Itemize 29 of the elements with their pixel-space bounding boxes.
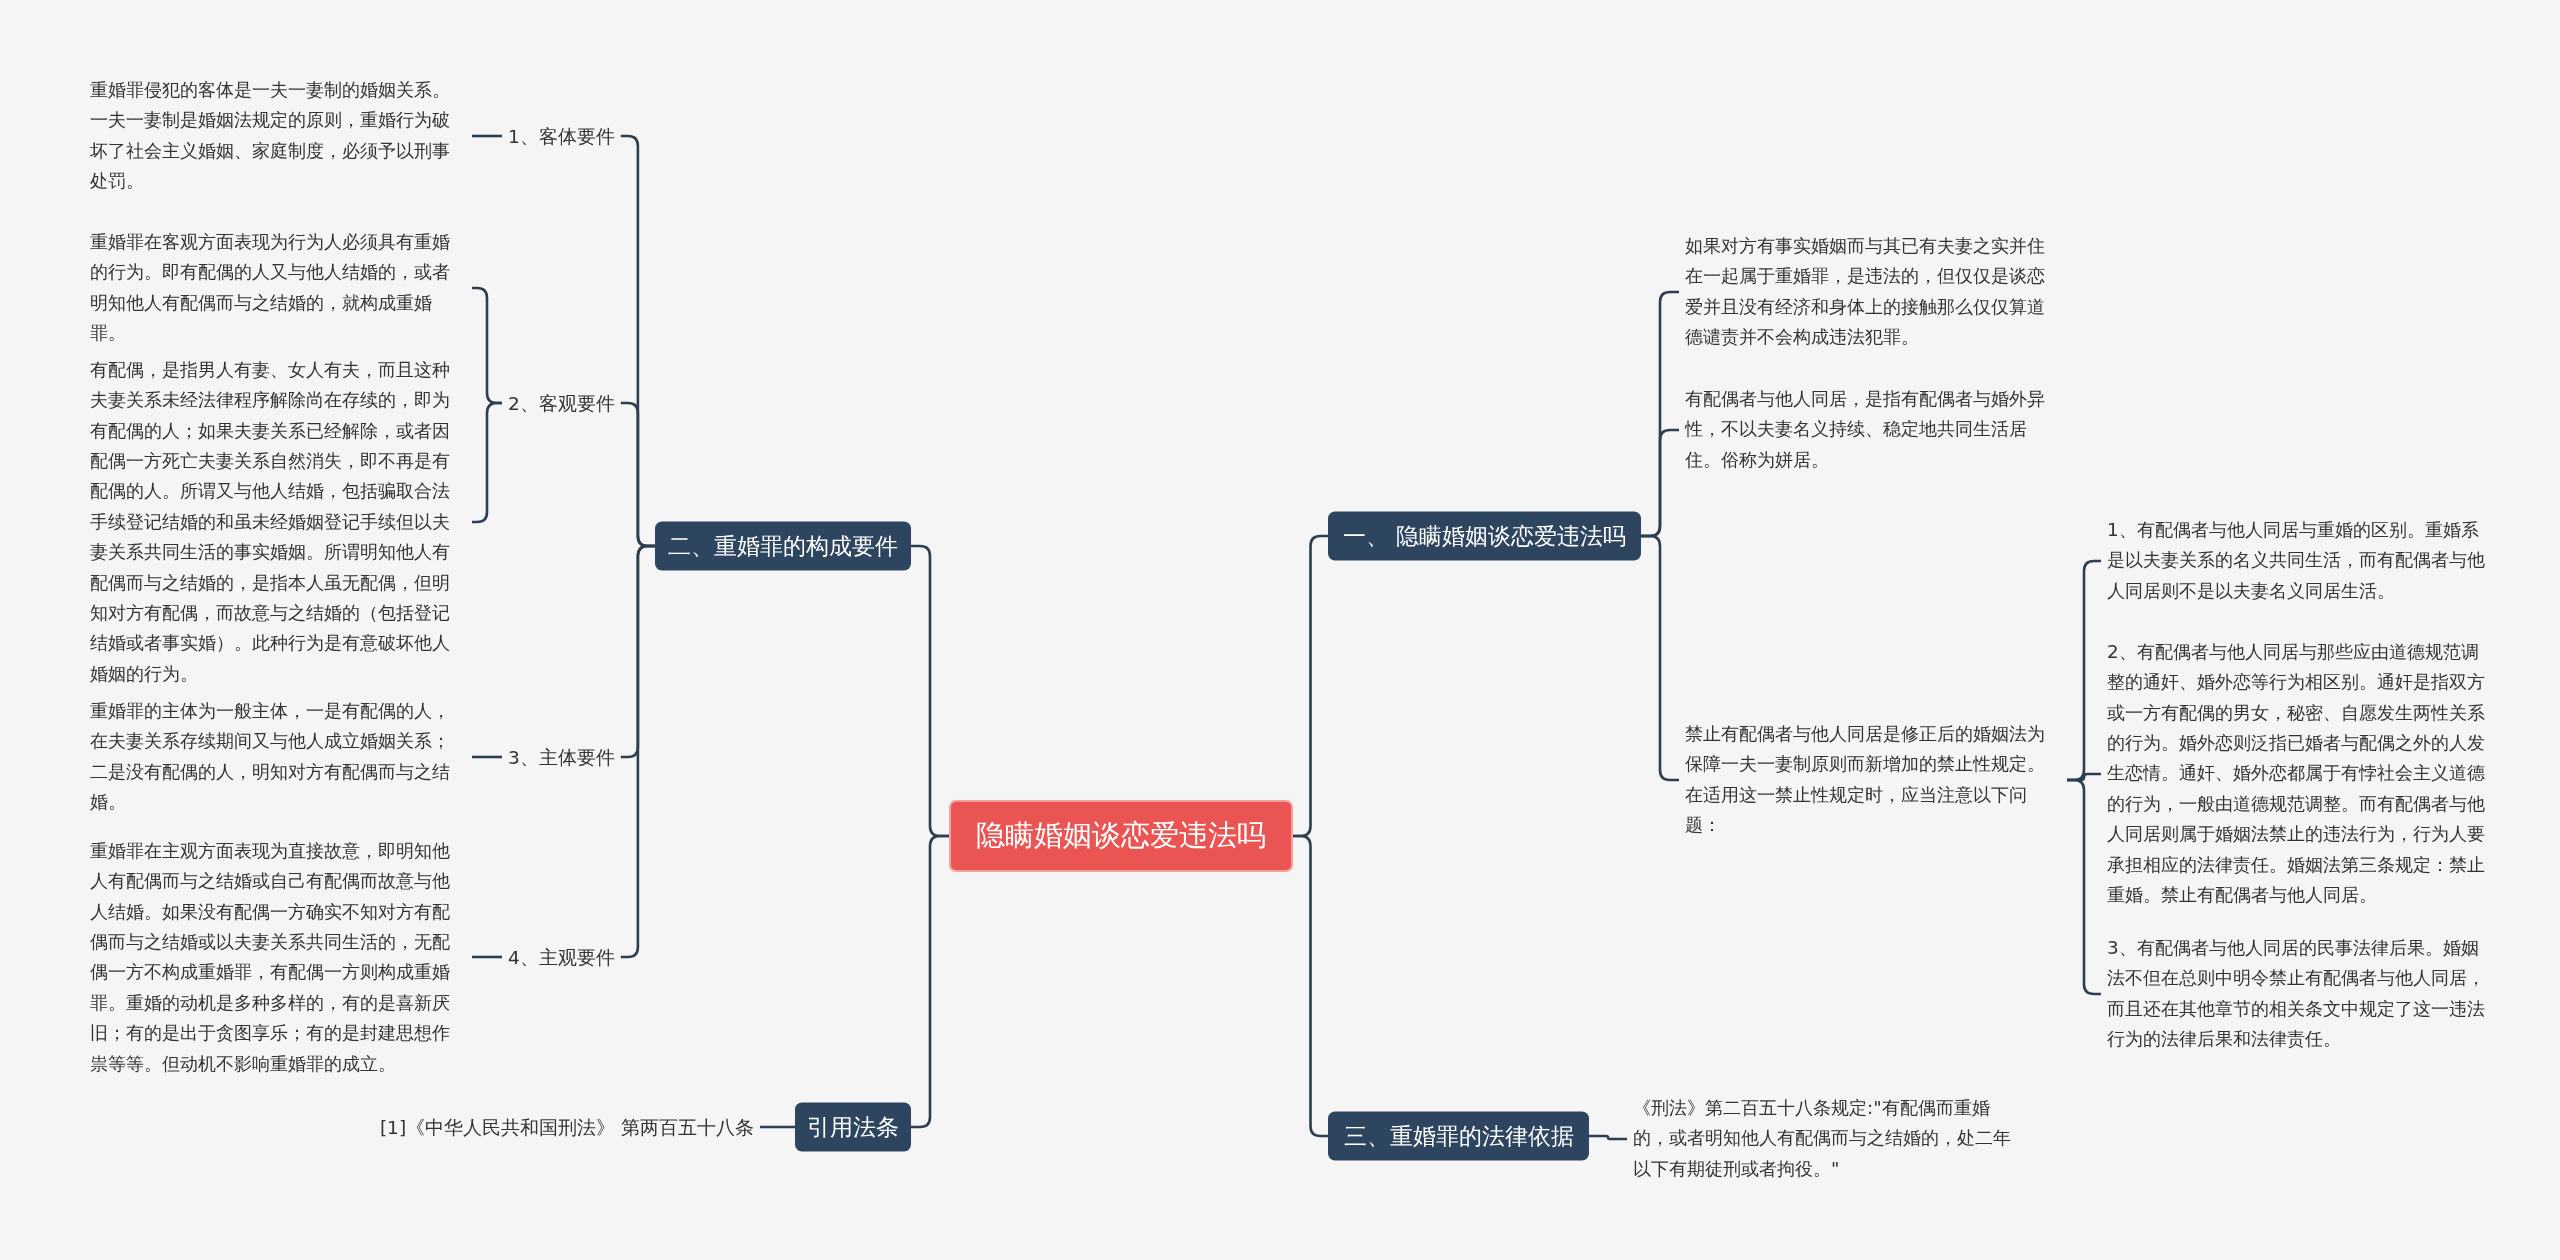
topic-box: 一、 隐瞒婚姻谈恋爱违法吗 (1328, 511, 1641, 561)
note-text: 重婚罪在主观方面表现为直接故意，即明知他人有配偶而与之结婚或自己有配偶而故意与他人结婚。如果没有配偶一方确实不知对方有配偶而与之结婚或以夫妻关系共同生活的，无配偶一方不构成重婚罪，有配偶一方则构成重婚罪。重婚的动机是多种多样的，有的是喜新厌旧；有的是出于贪图享乐；有的是封建思想作祟等等。但动机不影响重婚罪的成立。 (90, 835, 466, 1079)
note-text: 有配偶者与他人同居，是指有配偶者与婚外异性，不以夫妻名义持续、稳定地共同生活居住。俗称为姘居。 (1685, 384, 2061, 476)
connector-line (1293, 834, 1328, 1138)
connector-line (472, 134, 502, 138)
note-text: 《刑法》第二百五十八条规定:"有配偶而重婚的，或者明知他人有配偶而与之结婚的，处二年以下有期徒刑或者拘役。" (1633, 1093, 2025, 1185)
note-text: 3、有配偶者与他人同居的民事法律后果。婚姻法不但在总则中明令禁止有配偶者与他人同居，而且还在其他章节的相关条文中规定了这一违法行为的法律后果和法律责任。 (2107, 933, 2489, 1055)
connector-line (911, 834, 949, 1129)
note-text: 重婚罪的主体为一般主体，一是有配偶的人，在夫妻关系存续期间又与他人成立婚姻关系；二是没有配偶的人，明知对方有配偶而与之结婚。 (90, 696, 466, 818)
note-text: 禁止有配偶者与他人同居是修正后的婚姻法为保障一夫一妻制原则而新增加的禁止性规定。在适用这一禁止性规定时，应当注意以下问题： (1685, 719, 2061, 841)
connector-line (760, 1125, 795, 1129)
topic-box: 二、重婚罪的构成要件 (655, 521, 911, 571)
subtopic-label: [1]《中华人民共和国刑法》 第两百五十八条 (379, 1114, 754, 1140)
connector-line (472, 755, 502, 759)
note-text: 有配偶，是指男人有妻、女人有夫，而且这种夫妻关系未经法律程序解除尚在存续的，即为有配偶的人；如果夫妻关系已经解除，或者因配偶一方死亡夫妻关系自然消失，即不再是有配偶的人。所谓又与他人结婚，包括骗取合法手续登记结婚的和虽未经婚姻登记手续但以夫妻关系共同生活的事实婚姻。所谓明知他人有配偶而与之结婚的，是指本人虽无配偶，但明知对方有配偶，而故意与之结婚的（包括登记结婚或者事实婚）。此种行为是有意破坏他人婚姻的行为。 (90, 355, 466, 689)
topic-box: 引用法条 (795, 1102, 911, 1152)
note-text: 重婚罪在客观方面表现为行为人必须具有重婚的行为。即有配偶的人又与他人结婚的，或者明知他人有配偶而与之结婚的，就构成重婚罪。 (90, 227, 466, 349)
note-text: 重婚罪侵犯的客体是一夫一妻制的婚姻关系。一夫一妻制是婚姻法规定的原则，重婚行为破坏了社会主义婚姻、家庭制度，必须予以刑事处罚。 (90, 75, 466, 197)
topic-box: 三、重婚罪的法律依据 (1328, 1111, 1589, 1161)
central-topic-box: 隐瞒婚姻谈恋爱违法吗 (949, 800, 1293, 872)
subtopic-label: 3、主体要件 (508, 744, 615, 770)
subtopic-label: 1、客体要件 (508, 123, 615, 149)
note-text: 2、有配偶者与他人同居与那些应由道德规范调整的通奸、婚外恋等行为相区别。通奸是指双方或一方有配偶的男女，秘密、自愿发生两性关系的行为。婚外恋则泛指已婚者与配偶之外的人发生恋情。通奸、婚外恋都属于有悖社会主义道德的行为，一般由道德规范调整。而有配偶者与他人同居则属于婚姻法禁止的违法行为，行为人要承担相应的法律责任。婚姻法第三条规定：禁止重婚。禁止有配偶者与他人同居。 (2107, 637, 2489, 911)
connector-line (472, 955, 502, 959)
subtopic-label: 2、客观要件 (508, 390, 615, 416)
connector-line (1589, 1134, 1627, 1141)
note-text: 1、有配偶者与他人同居与重婚的区别。重婚系是以夫妻关系的名义共同生活，而有配偶者与他人同居则不是以夫妻名义同居生活。 (2107, 515, 2489, 607)
note-text: 如果对方有事实婚姻而与其已有夫妻之实并住在一起属于重婚罪，是违法的，但仅仅是谈恋爱并且没有经济和身体上的接触那么仅仅算道德谴责并不会构成违法犯罪。 (1685, 231, 2061, 353)
subtopic-label: 4、主观要件 (508, 944, 615, 970)
